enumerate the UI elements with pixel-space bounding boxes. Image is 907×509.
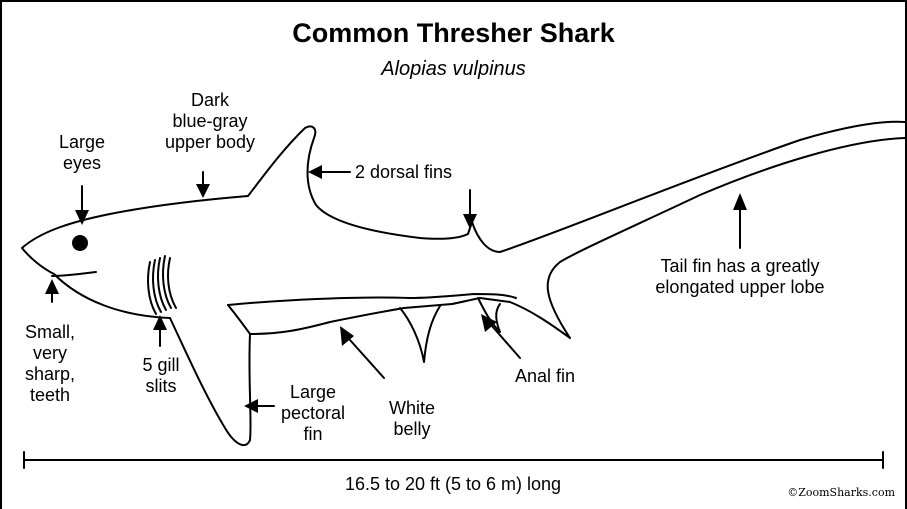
shark-mouth xyxy=(52,272,96,276)
copyright-notice: ©ZoomSharks.com xyxy=(787,486,895,500)
label-eyes: Large eyes xyxy=(40,132,124,174)
label-gill-slits: 5 gill slits xyxy=(126,355,196,397)
arrow-teeth xyxy=(45,279,59,294)
diagram-subtitle: Alopias vulpinus xyxy=(0,57,907,81)
shark-gill-slits xyxy=(148,256,176,314)
label-dorsal-fins: 2 dorsal fins xyxy=(355,162,485,183)
label-teeth: Small, very sharp, teeth xyxy=(10,322,90,406)
arrow-dorsal-fins xyxy=(308,165,322,179)
arrow-second-dorsal xyxy=(463,214,477,229)
shark-ventral-outline xyxy=(250,298,570,338)
label-tail-fin: Tail fin has a greatly elongated upper l… xyxy=(620,256,860,298)
pointer-anal xyxy=(492,326,520,358)
label-anal-fin: Anal fin xyxy=(500,366,590,387)
pointer-belly xyxy=(350,340,384,378)
diagram-title: Common Thresher Shark xyxy=(0,17,907,49)
arrow-tail xyxy=(733,193,747,210)
length-bracket xyxy=(24,452,883,468)
shark-eye xyxy=(72,235,88,251)
length-label: 16.5 to 20 ft (5 to 6 m) long xyxy=(253,474,653,495)
label-pectoral-fin: Large pectoral fin xyxy=(268,382,358,445)
label-belly: White belly xyxy=(370,398,454,440)
label-upper-body: Dark blue-gray upper body xyxy=(150,90,270,153)
arrow-upper-body xyxy=(196,184,210,198)
shark-pelvic-fin xyxy=(400,306,440,362)
shark-tail-lower-edge xyxy=(548,138,905,338)
